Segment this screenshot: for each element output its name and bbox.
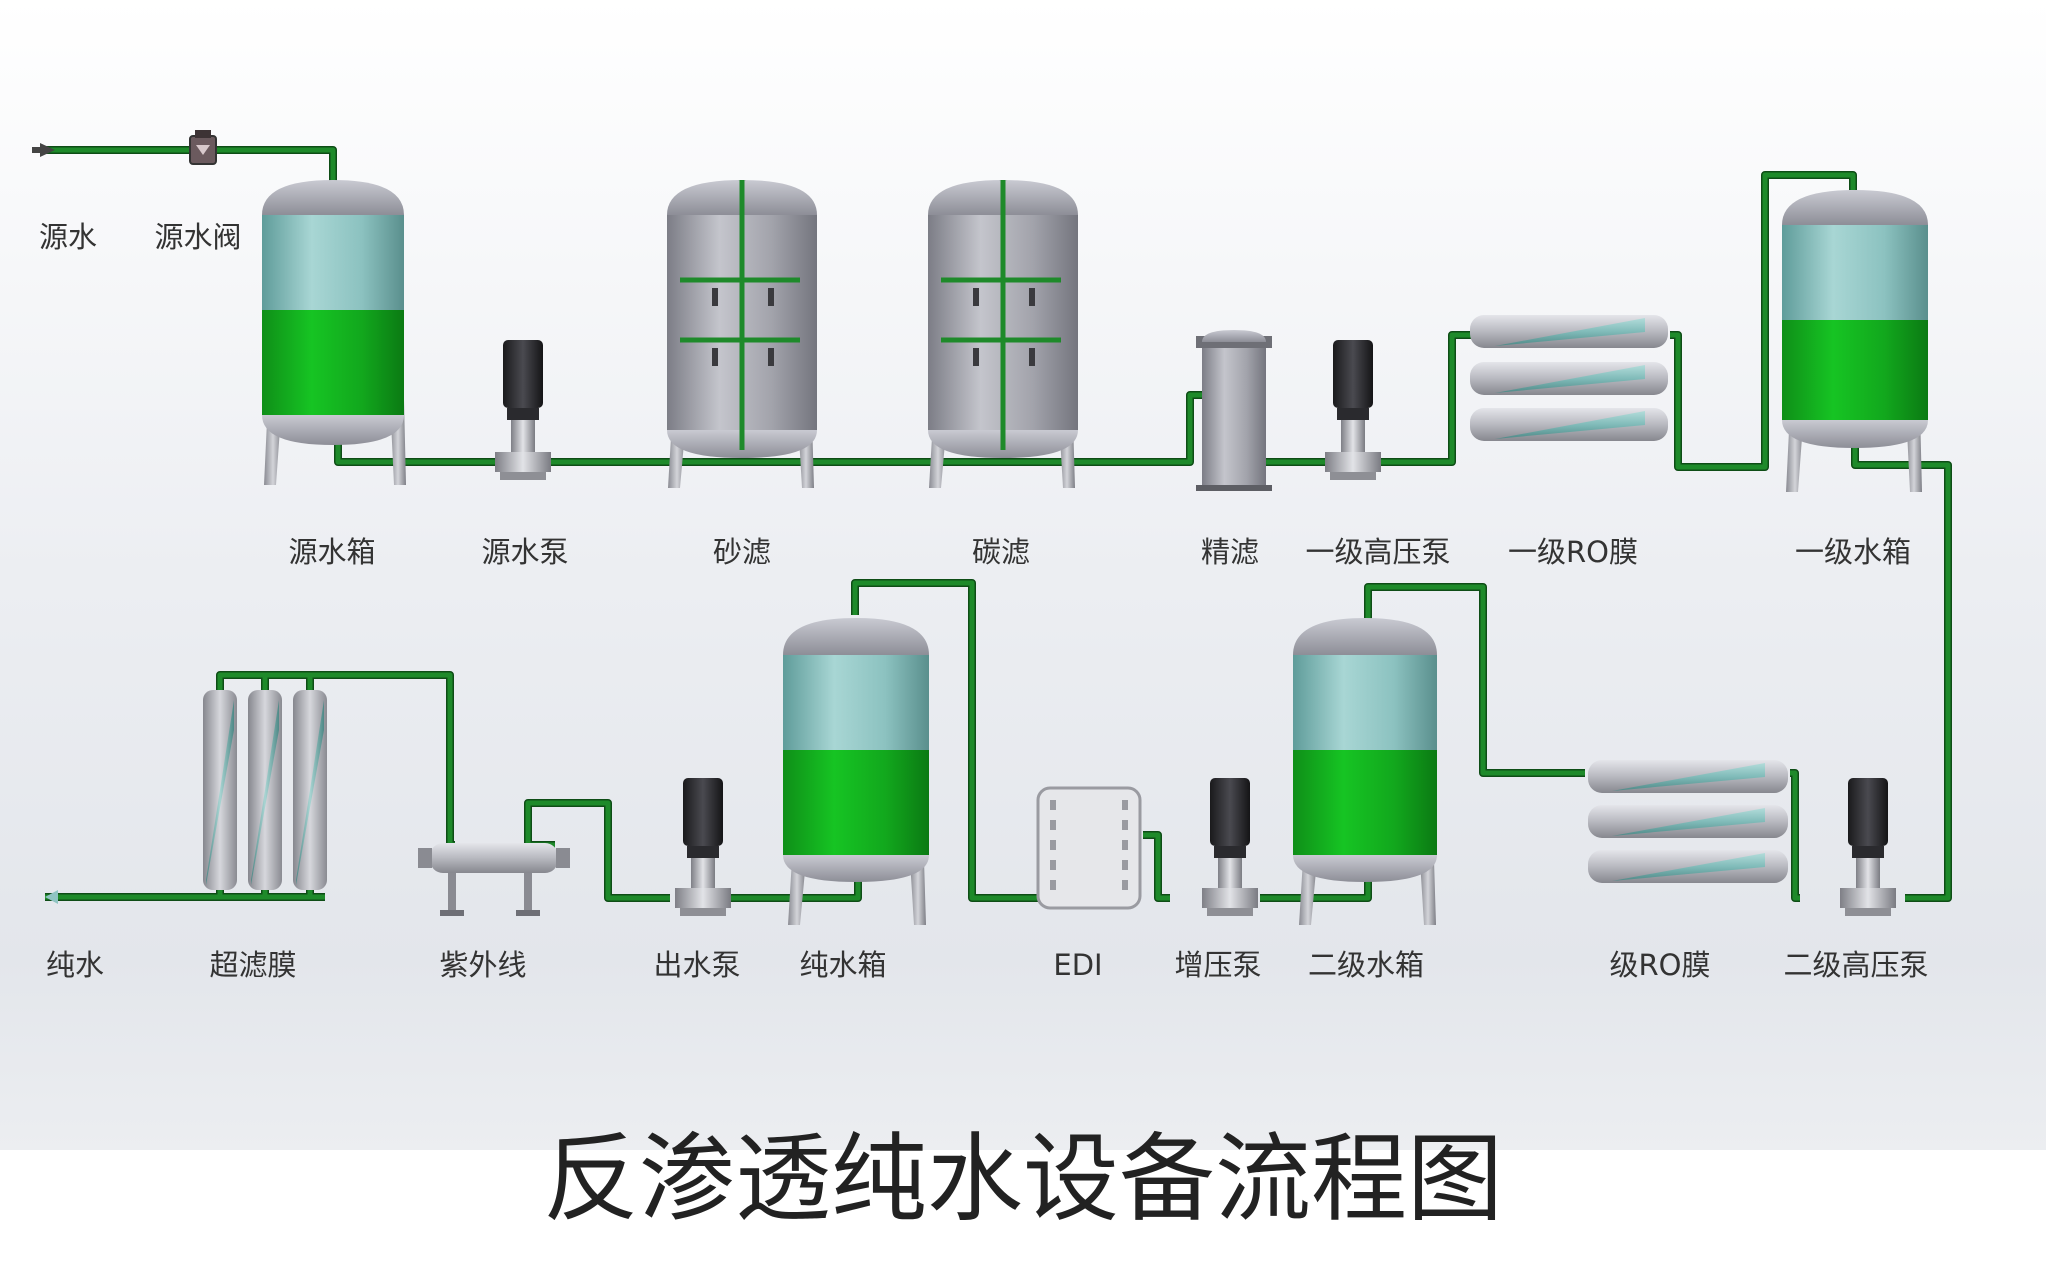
label-pure-tank: 纯水箱: [799, 948, 886, 982]
source-pump: [495, 340, 551, 480]
edi-module: [1036, 786, 1142, 910]
title-band: [0, 1150, 2046, 1280]
label-stage2-hp-pump: 二级高压泵: [1783, 948, 1928, 982]
stage2-ro-membranes: [1588, 760, 1788, 883]
uv-sterilizer: [418, 843, 570, 916]
label-uf-membrane: 超滤膜: [209, 948, 296, 982]
pure-water-outlet-arrow: [45, 890, 58, 904]
label-stage2-ro: 级RO膜: [1610, 948, 1711, 982]
label-stage1-ro: 一级RO膜: [1508, 535, 1638, 569]
booster-pump: [1202, 778, 1258, 916]
uf-membranes: [203, 690, 327, 890]
label-pure-water: 纯水: [46, 948, 104, 982]
labels: 源水 源水阀 源水箱 源水泵 砂滤 碳滤 精滤 一级高压泵 一级RO膜 一级水箱…: [39, 220, 1929, 982]
stage1-high-pressure-pump: [1325, 340, 1381, 480]
source-water-inlet-arrow: [32, 143, 55, 157]
diagram-title: 反渗透纯水设备流程图: [543, 1123, 1503, 1235]
label-source-tank: 源水箱: [288, 535, 375, 569]
carbon-filter: [928, 180, 1078, 488]
pure-water-tank: [783, 618, 929, 925]
label-stage2-tank: 二级水箱: [1308, 948, 1424, 982]
label-stage1-tank: 一级水箱: [1795, 535, 1911, 569]
outlet-pump: [675, 778, 731, 916]
stage2-tank: [1293, 618, 1437, 925]
label-source-valve: 源水阀: [154, 220, 241, 254]
stage2-high-pressure-pump: [1840, 778, 1896, 916]
source-valve-icon: [189, 130, 217, 165]
label-edi: EDI: [1053, 948, 1102, 982]
stage1-tank: [1782, 190, 1928, 492]
precision-filter: [1196, 330, 1272, 491]
label-uv: 紫外线: [439, 948, 526, 982]
label-source-pump: 源水泵: [481, 535, 568, 569]
sand-filter: [667, 180, 817, 488]
label-carbon-filter: 碳滤: [972, 535, 1030, 569]
label-sand-filter: 砂滤: [713, 535, 771, 569]
label-source-water: 源水: [39, 220, 97, 254]
label-precision-filter: 精滤: [1201, 535, 1259, 569]
label-outlet-pump: 出水泵: [653, 948, 740, 982]
label-stage1-hp-pump: 一级高压泵: [1305, 535, 1450, 569]
stage1-ro-membranes: [1470, 315, 1668, 441]
source-tank: [262, 180, 406, 485]
label-booster-pump: 增压泵: [1174, 948, 1261, 982]
